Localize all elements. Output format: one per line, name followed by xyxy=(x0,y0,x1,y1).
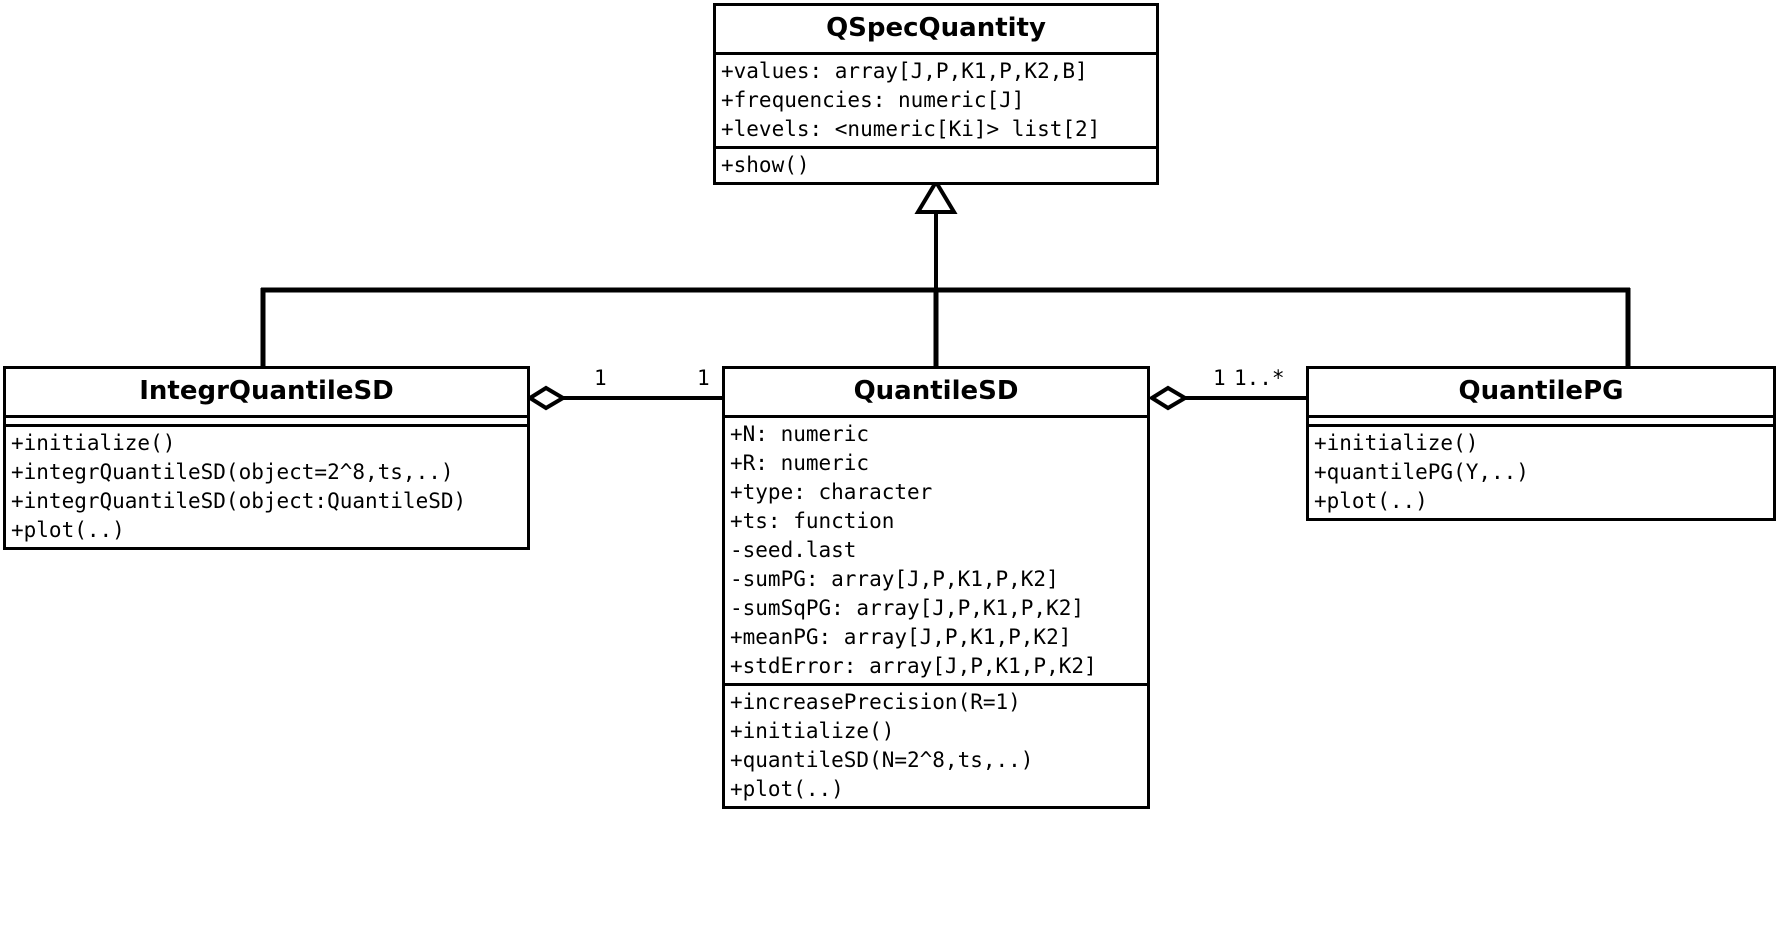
attribute-row: +frequencies: numeric[J] xyxy=(721,88,1025,112)
attribute-row: +levels: <numeric[Ki]> list[2] xyxy=(721,117,1101,141)
compartment-divider xyxy=(725,683,1147,686)
multiplicity-integrquantilesd-side: 1 xyxy=(594,366,607,390)
attribute-row: -sumPG: array[J,P,K1,P,K2] xyxy=(730,567,1059,591)
class-box-quantilepg[interactable]: QuantilePG +initialize() +quantilePG(Y,.… xyxy=(1306,366,1776,521)
method-row: +plot(..) xyxy=(11,518,125,542)
method-row: +plot(..) xyxy=(1314,489,1428,513)
attribute-row: +meanPG: array[J,P,K1,P,K2] xyxy=(730,625,1072,649)
class-name-integrquantilesd: IntegrQuantileSD xyxy=(139,376,394,406)
compartment-divider xyxy=(716,146,1156,149)
method-row: +plot(..) xyxy=(730,777,844,801)
attribute-row: +type: character xyxy=(730,480,933,504)
class-name-quantilesd: QuantileSD xyxy=(853,376,1019,406)
method-row: +increasePrecision(R=1) xyxy=(730,690,1021,714)
attributes-compartment-quantilesd: +N: numeric +R: numeric +type: character… xyxy=(725,418,1147,683)
attribute-row: +ts: function xyxy=(730,509,895,533)
method-row: +initialize() xyxy=(1314,431,1479,455)
methods-compartment-qspecquantity: +show() xyxy=(716,149,1156,182)
class-name-qspecquantity: QSpecQuantity xyxy=(826,13,1046,43)
attribute-row: +values: array[J,P,K1,P,K2,B] xyxy=(721,59,1088,83)
attribute-row: +N: numeric xyxy=(730,422,870,446)
method-row: +integrQuantileSD(object:QuantileSD) xyxy=(11,489,467,513)
class-box-qspecquantity[interactable]: QSpecQuantity +values: array[J,P,K1,P,K2… xyxy=(713,3,1159,185)
method-row: +integrQuantileSD(object=2^8,ts,..) xyxy=(11,460,454,484)
class-box-integrquantilesd[interactable]: IntegrQuantileSD +initialize() +integrQu… xyxy=(3,366,530,550)
method-row: +initialize() xyxy=(730,719,895,743)
class-box-quantilesd[interactable]: QuantileSD +N: numeric +R: numeric +type… xyxy=(722,366,1150,809)
method-row: +show() xyxy=(721,153,810,177)
multiplicity-quantilepg-side: 1..* xyxy=(1234,366,1285,390)
compartment-divider xyxy=(1309,415,1773,418)
method-row: +quantilePG(Y,..) xyxy=(1314,460,1529,484)
attribute-row: -sumSqPG: array[J,P,K1,P,K2] xyxy=(730,596,1085,620)
methods-compartment-quantilesd: +increasePrecision(R=1) +initialize() +q… xyxy=(725,686,1147,806)
compartment-divider xyxy=(725,415,1147,418)
methods-compartment-quantilepg: +initialize() +quantilePG(Y,..) +plot(..… xyxy=(1309,427,1773,518)
aggregation-quantilesd-quantilepg xyxy=(1148,385,1306,411)
multiplicity-quantilesd-side-right: 1 xyxy=(1213,366,1226,390)
compartment-divider xyxy=(6,415,527,418)
methods-compartment-integrquantilesd: +initialize() +integrQuantileSD(object=2… xyxy=(6,427,527,547)
class-name-quantilepg: QuantilePG xyxy=(1458,376,1624,406)
aggregation-integrquantilesd-quantilesd xyxy=(526,385,722,411)
attributes-compartment-qspecquantity: +values: array[J,P,K1,P,K2,B] +frequenci… xyxy=(716,55,1156,146)
attribute-row: +stdError: array[J,P,K1,P,K2] xyxy=(730,654,1097,678)
compartment-divider xyxy=(1309,424,1773,427)
compartment-divider xyxy=(6,424,527,427)
multiplicity-quantilesd-side-left: 1 xyxy=(697,366,710,390)
compartment-divider xyxy=(716,52,1156,55)
attribute-row: +R: numeric xyxy=(730,451,870,475)
generalization-arrow-to-qspecquantity xyxy=(914,178,958,290)
method-row: +quantileSD(N=2^8,ts,..) xyxy=(730,748,1034,772)
method-row: +initialize() xyxy=(11,431,176,455)
attribute-row: -seed.last xyxy=(730,538,857,562)
